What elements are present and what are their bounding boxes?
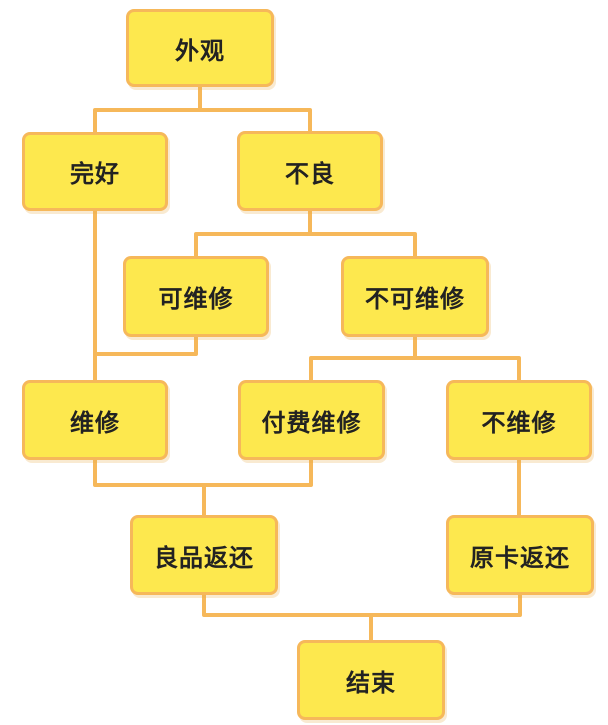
connector-unrepairable-split	[309, 335, 521, 382]
node-intact: 完好	[22, 132, 168, 211]
node-paid-repair-label: 付费维修	[261, 408, 362, 437]
node-repairable-label: 可维修	[158, 285, 234, 313]
node-good-return: 良品返还	[130, 515, 278, 595]
connector-defective-split	[194, 209, 417, 258]
node-end: 结束	[297, 640, 445, 720]
node-defective-label: 不良	[285, 159, 335, 188]
node-original-return-label: 原卡返还	[470, 543, 570, 572]
node-unrepairable: 不可维修	[341, 256, 489, 337]
node-repair-label: 维修	[70, 408, 120, 437]
node-no-repair-label: 不维修	[481, 408, 557, 437]
node-appearance-label: 外观	[175, 36, 225, 65]
node-original-return: 原卡返还	[446, 515, 594, 595]
connector-to-end	[202, 593, 522, 642]
node-end-label: 结束	[346, 668, 396, 697]
node-defective: 不良	[237, 131, 383, 211]
connector-to-good-return	[93, 458, 313, 517]
node-intact-label: 完好	[70, 160, 120, 188]
node-good-return-label: 良品返还	[154, 543, 254, 572]
node-appearance: 外观	[126, 9, 274, 87]
connector-repairable-to-repair	[93, 335, 198, 356]
node-unrepairable-label: 不可维修	[365, 285, 465, 313]
node-repairable: 可维修	[123, 256, 269, 337]
node-repair: 维修	[22, 380, 168, 460]
node-paid-repair: 付费维修	[238, 380, 385, 460]
node-no-repair: 不维修	[446, 380, 592, 460]
connector-appearance-split	[93, 85, 312, 134]
